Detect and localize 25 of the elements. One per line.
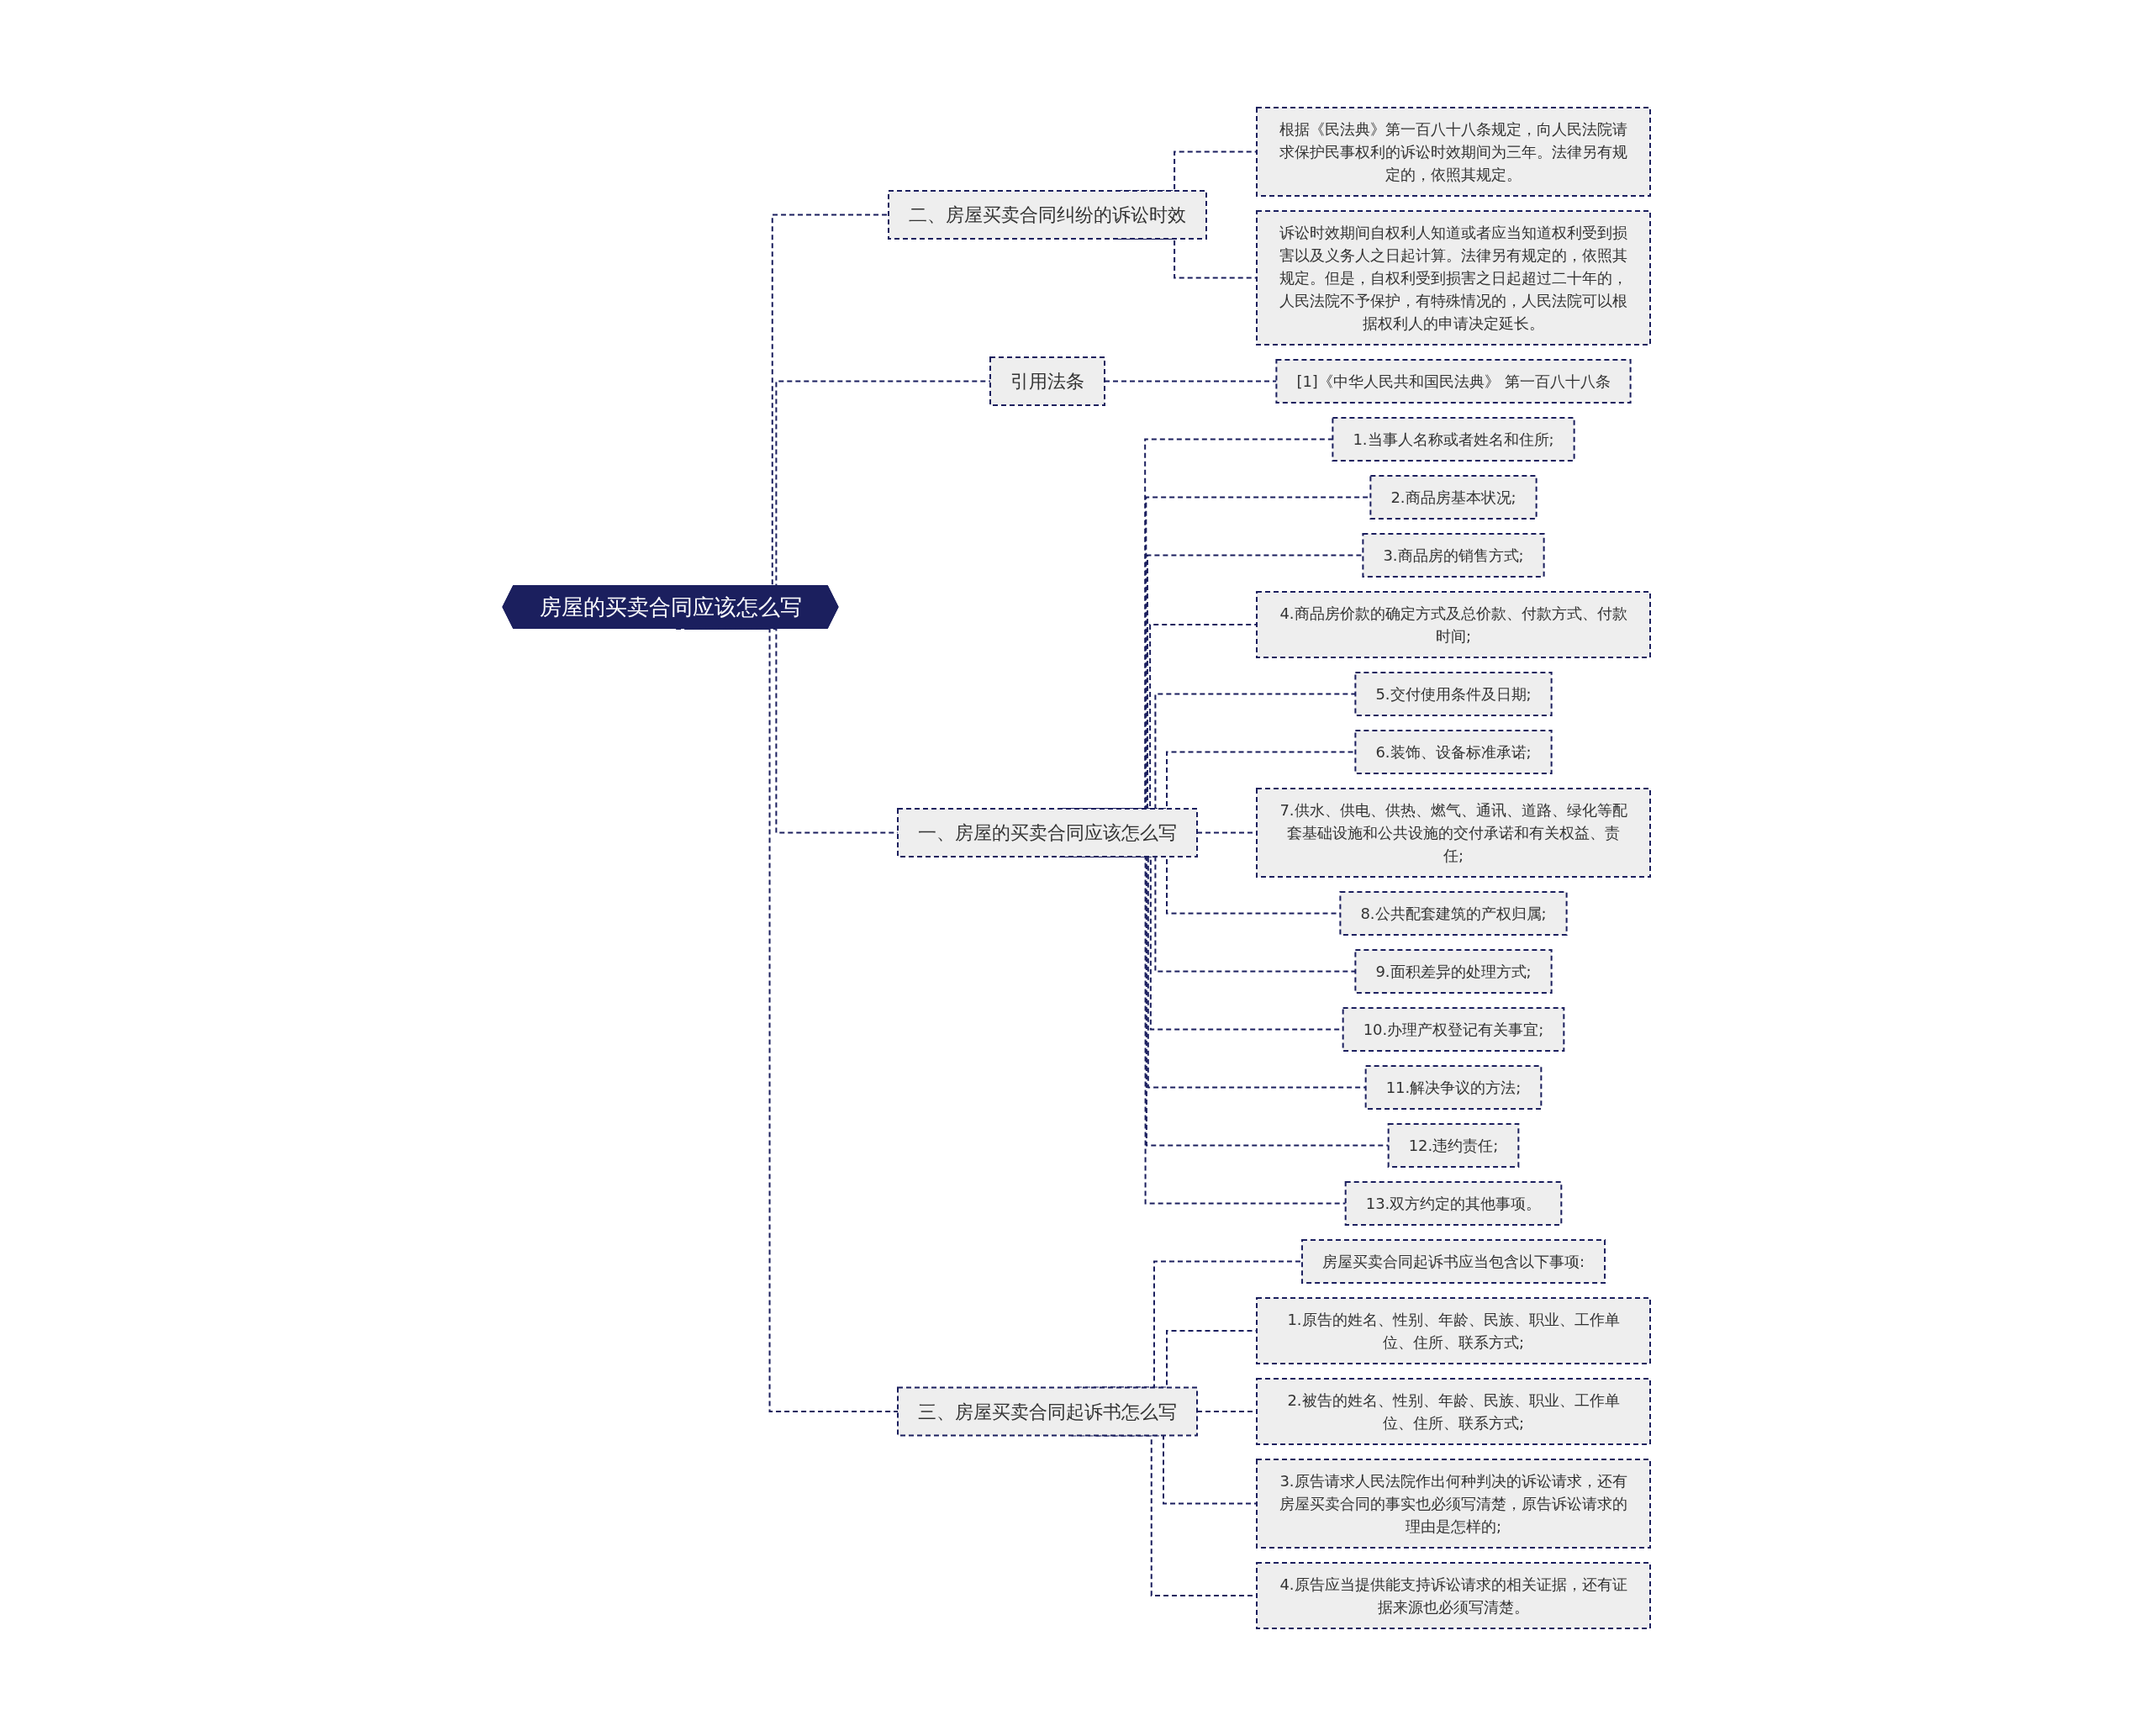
node-box: 10.办理产权登记有关事宜; — [1342, 1007, 1564, 1052]
node-box: 1.当事人名称或者姓名和住所; — [1331, 417, 1575, 462]
node-box: 4.商品房价款的确定方式及总价款、付款方式、付款时间; — [1255, 591, 1651, 658]
node-box: 二、房屋买卖合同纠纷的诉讼时效 — [887, 190, 1207, 240]
node-box: 4.原告应当提供能支持诉讼请求的相关证据，还有证据来源也必须写清楚。 — [1255, 1562, 1651, 1629]
node-box: 3.商品房的销售方式; — [1361, 533, 1545, 578]
node-box: 1.原告的姓名、性别、年龄、民族、职业、工作单位、住所、联系方式; — [1255, 1297, 1651, 1364]
node-box: 5.交付使用条件及日期; — [1353, 672, 1553, 716]
node-box: 6.装饰、设备标准承诺; — [1353, 730, 1553, 774]
node-box: 根据《民法典》第一百八十八条规定，向人民法院请求保护民事权利的诉讼时效期间为三年。法律另有规定的，依照其规定。 — [1255, 107, 1651, 197]
node-box: 9.面积差异的处理方式; — [1353, 949, 1553, 994]
node-box: 3.原告请求人民法院作出何种判决的诉讼请求，还有房屋买卖合同的事实也必须写清楚，原告诉讼请求的理由是怎样的; — [1255, 1459, 1651, 1549]
node-box: 引用法条 — [989, 356, 1105, 406]
node-box: 一、房屋的买卖合同应该怎么写 — [896, 808, 1198, 857]
node-box: 房屋买卖合同起诉书应当包含以下事项: — [1300, 1239, 1606, 1284]
node-box: [1]《中华人民共和国民法典》 第一百八十八条 — [1274, 359, 1632, 404]
node-box: 三、房屋买卖合同起诉书怎么写 — [896, 1386, 1198, 1437]
node-box: 7.供水、供电、供热、燃气、通讯、道路、绿化等配套基础设施和公共设施的交付承诺和有关权益、责任; — [1255, 788, 1651, 878]
node-box: 11.解决争议的方法; — [1364, 1065, 1542, 1110]
node-box: 8.公共配套建筑的产权归属; — [1338, 891, 1568, 936]
node-box: 12.违约责任; — [1387, 1123, 1519, 1168]
node-box: 2.被告的姓名、性别、年龄、民族、职业、工作单位、住所、联系方式; — [1255, 1378, 1651, 1445]
node-box: 诉讼时效期间自权利人知道或者应当知道权利受到损害以及义务人之日起计算。法律另有规定的，依照其规定。但是，自权利受到损害之日起超过二十年的，人民法院不予保护，有特殊情况的，人民法院可以根据权利人的申请决定延长。 — [1255, 210, 1651, 346]
node-box: 13.双方约定的其他事项。 — [1344, 1181, 1562, 1226]
node-box: 2.商品房基本状况; — [1369, 475, 1538, 520]
